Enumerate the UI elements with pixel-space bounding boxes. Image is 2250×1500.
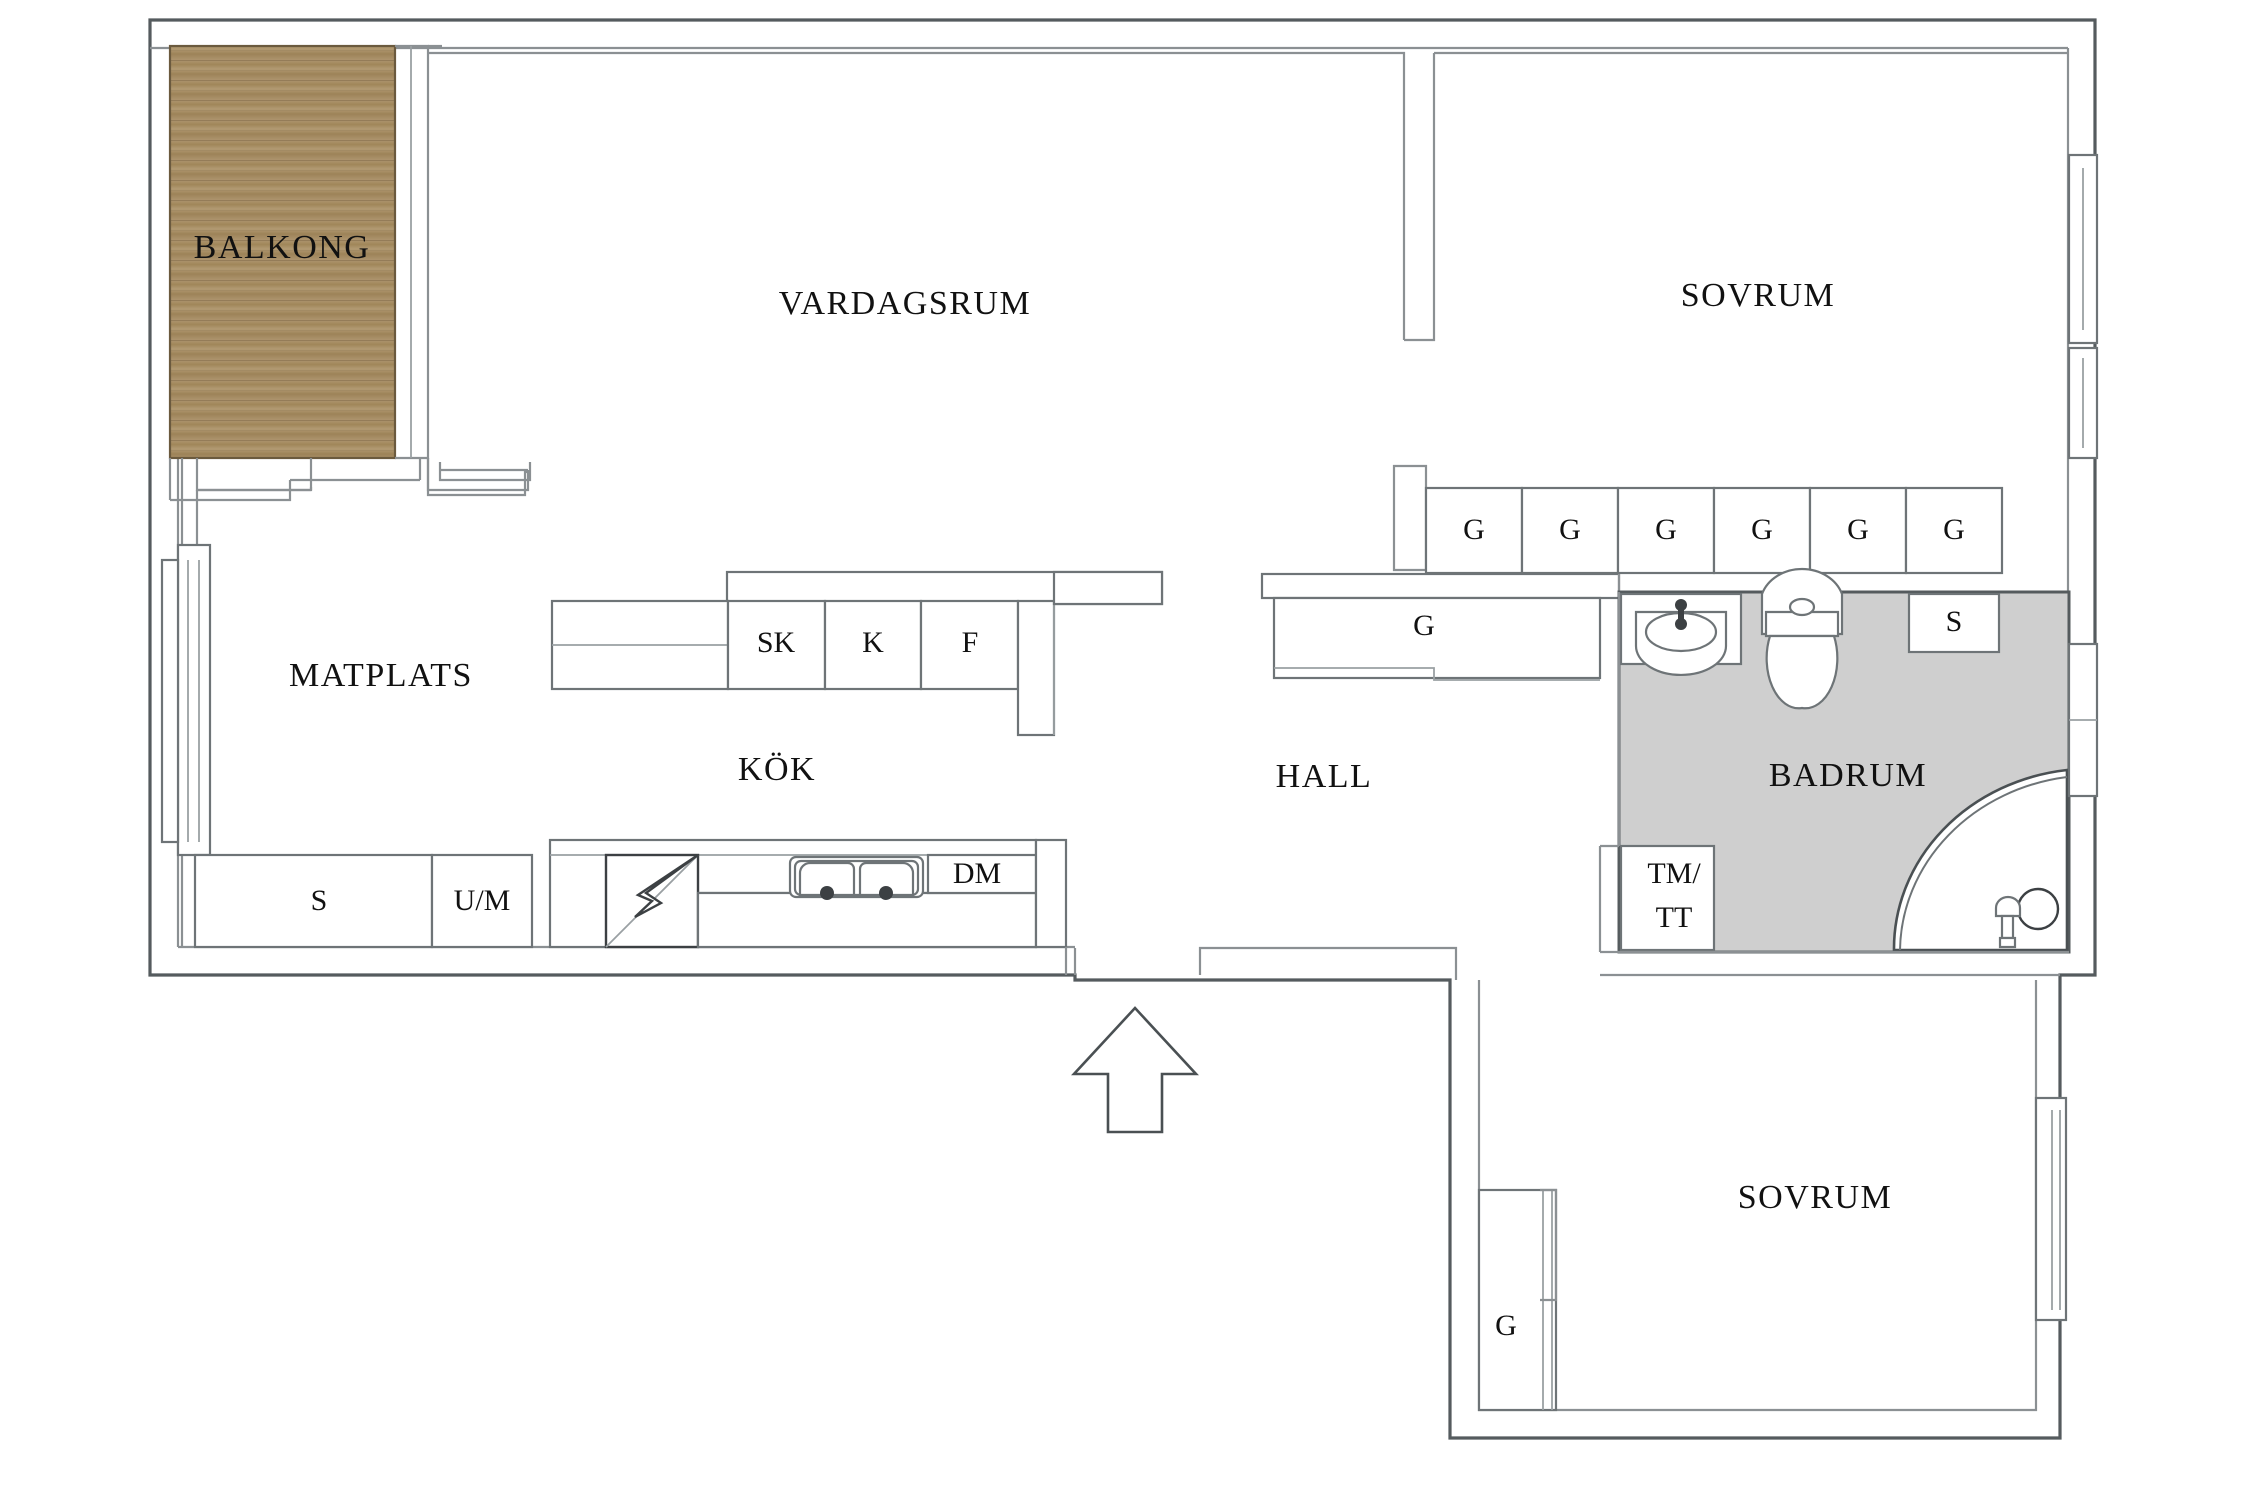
wardrobe-g-3 xyxy=(1616,486,1716,575)
label-wardrobe-g-1: G xyxy=(1463,513,1485,546)
wardrobe-g-6 xyxy=(1904,486,2004,575)
wardrobe-row-top xyxy=(1392,464,2004,575)
wardrobe-g-4 xyxy=(1712,486,1812,575)
bottom-bedroom xyxy=(1477,980,2068,1412)
kitchen-upper-cabinets xyxy=(550,570,1164,737)
wardrobe-g-hall xyxy=(1272,596,1602,680)
label-dishwasher-dm: DM xyxy=(953,857,1001,890)
label-cabinet-k: K xyxy=(862,626,884,659)
hall-wardrobe xyxy=(1260,572,1621,690)
label-wardrobe-g-3: G xyxy=(1655,513,1677,546)
bathroom-walls xyxy=(1598,592,2069,977)
label-cabinet-sk: SK xyxy=(757,626,796,659)
label-wardrobe-g-4: G xyxy=(1751,513,1773,546)
cabinet-s-bathroom xyxy=(1907,592,2001,654)
label-wardrobe-g-2: G xyxy=(1559,513,1581,546)
label-cabinet-um: U/M xyxy=(454,884,511,917)
label-sovrum-bottom: SOVRUM xyxy=(1738,1179,1892,1216)
label-matplats: MATPLATS xyxy=(289,657,473,694)
label-wardrobe-g-bottom: G xyxy=(1495,1309,1517,1342)
label-vardagsrum: VARDAGSRUM xyxy=(779,285,1031,322)
dining-stub-walls xyxy=(168,458,532,502)
label-balkong: BALKONG xyxy=(194,229,371,266)
windows-right-top-bedroom xyxy=(2067,153,2099,460)
label-wardrobe-g-5: G xyxy=(1847,513,1869,546)
wardrobe-g-1 xyxy=(1424,486,1524,575)
label-kok: KÖK xyxy=(738,751,816,788)
label-badrum: BADRUM xyxy=(1769,757,1927,794)
label-cabinet-f: F xyxy=(962,626,979,659)
cabinet-s-kitchen xyxy=(193,853,434,949)
wardrobe-g-5 xyxy=(1808,486,1908,575)
cabinet-sk xyxy=(726,599,827,691)
room-labels: BALKONG VARDAGSRUM SOVRUM MATPLATS KÖK H… xyxy=(194,229,1927,1216)
label-laundry-tm: TM/ xyxy=(1647,857,1701,890)
unit-labels: G G G G G G G G SK K F S U/M DM S TM/ TT xyxy=(311,513,1965,1342)
label-sovrum-top: SOVRUM xyxy=(1681,277,1835,314)
corner-shower xyxy=(1892,768,2069,952)
label-hall: HALL xyxy=(1276,758,1373,795)
cabinet-k xyxy=(823,599,923,691)
label-wardrobe-g-6: G xyxy=(1943,513,1965,546)
kitchen-hall-partition xyxy=(1064,946,1458,980)
window-left-matplats xyxy=(160,543,212,857)
entry-arrow xyxy=(1071,1006,1199,1134)
label-wardrobe-g-hall: G xyxy=(1413,609,1435,642)
balcony-area xyxy=(168,44,442,460)
cabinet-f xyxy=(919,599,1020,691)
wash-basin-icon xyxy=(1634,599,1728,677)
cabinet-um xyxy=(430,853,534,949)
label-laundry-tt: TT xyxy=(1656,901,1693,934)
label-cabinet-s-bathroom: S xyxy=(1946,605,1963,638)
wardrobe-g-2 xyxy=(1520,486,1620,575)
kitchen-lower-counter xyxy=(193,838,1068,949)
label-cabinet-s-kitchen: S xyxy=(311,884,328,917)
double-sink xyxy=(788,855,925,900)
balcony-deck xyxy=(168,44,397,460)
toilet-icon xyxy=(1760,567,1844,710)
laundry-tm-tt xyxy=(1619,844,1716,952)
